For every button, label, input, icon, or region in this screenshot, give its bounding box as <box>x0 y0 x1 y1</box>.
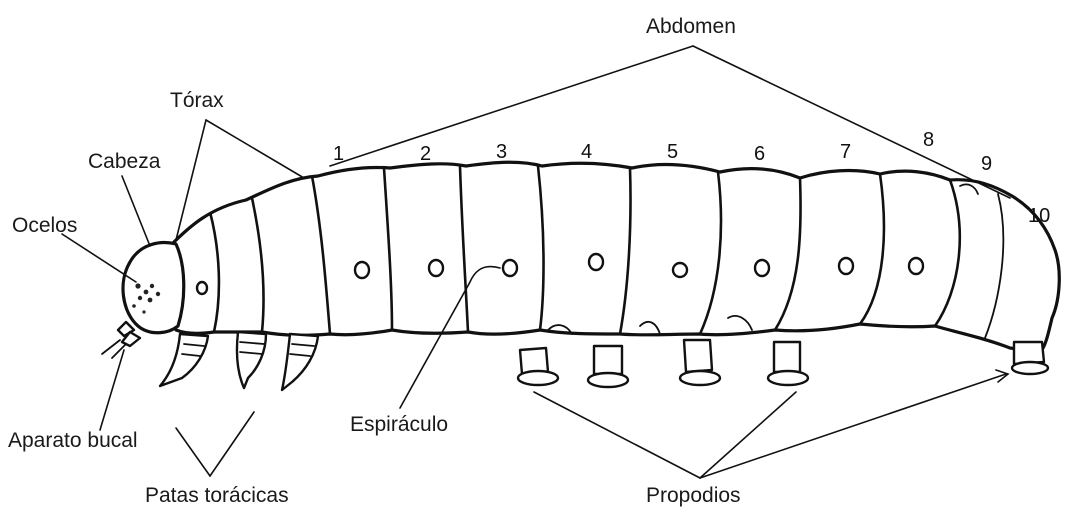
patas-leader <box>210 412 254 476</box>
spiracle <box>755 260 769 276</box>
proleg <box>684 340 712 372</box>
label-abdomen: Abdomen <box>646 15 736 38</box>
caterpillar-body <box>166 162 1059 352</box>
spiracle <box>909 258 923 274</box>
ocelos-leader <box>62 234 136 282</box>
label-patas-toracicas: Patas torácicas <box>145 484 289 507</box>
segment-number-3: 3 <box>496 141 507 163</box>
ocelo-dot <box>150 284 154 288</box>
label-ocelos: Ocelos <box>12 214 77 237</box>
abdomen-leader <box>330 46 693 166</box>
segment-number-10: 10 <box>1028 205 1050 227</box>
spiracle <box>197 282 207 294</box>
proleg <box>1014 342 1044 364</box>
ocelo-dot <box>144 290 149 295</box>
ocelo-dot <box>156 292 160 296</box>
label-cabeza: Cabeza <box>88 150 161 173</box>
segment-number-2: 2 <box>420 143 431 165</box>
segment-number-8: 8 <box>923 129 934 151</box>
proleg <box>594 346 622 374</box>
thoracic-leg <box>282 334 318 390</box>
segment-number-6: 6 <box>754 143 765 165</box>
label-propodios: Propodios <box>646 484 741 507</box>
ocelo-dot <box>148 298 153 303</box>
ocelo-dot <box>138 296 142 300</box>
head <box>102 243 184 358</box>
patas-leader <box>176 428 210 476</box>
propodios-leader <box>534 392 700 478</box>
label-aparato-bucal: Aparato bucal <box>8 429 138 452</box>
spiracle <box>429 260 443 276</box>
spiracle <box>839 258 853 274</box>
label-espiraculo: Espiráculo <box>350 413 448 436</box>
proleg <box>774 342 800 372</box>
proleg-pad <box>588 373 628 387</box>
thoracic-leg <box>160 334 208 386</box>
thoracic-legs <box>160 332 318 390</box>
label-torax: Tórax <box>170 89 224 112</box>
ocelo-dot <box>142 310 145 313</box>
proleg-pad <box>518 371 558 385</box>
aparato-bucal-leader <box>100 350 124 430</box>
proleg-pad <box>1012 362 1048 374</box>
torax-leader <box>206 120 304 178</box>
thoracic-leg <box>237 332 266 388</box>
segment-number-9: 9 <box>981 153 992 175</box>
propodios-leader <box>700 392 796 478</box>
proleg-pad <box>680 371 720 385</box>
segment-number-4: 4 <box>581 141 592 163</box>
body-outline <box>166 162 1059 352</box>
ocelo-dot <box>135 283 140 288</box>
segment-number-7: 7 <box>840 141 851 163</box>
segment-number-5: 5 <box>667 141 678 163</box>
spiracle <box>355 262 369 278</box>
cabeza-leader <box>122 176 150 246</box>
ocelo-dot <box>132 304 136 308</box>
proleg-pad <box>768 371 808 385</box>
segment-number-1: 1 <box>333 143 344 165</box>
spiracle <box>503 260 517 276</box>
spiracle <box>673 263 687 277</box>
spiracle <box>589 254 603 270</box>
propodios-leader <box>700 374 1006 478</box>
